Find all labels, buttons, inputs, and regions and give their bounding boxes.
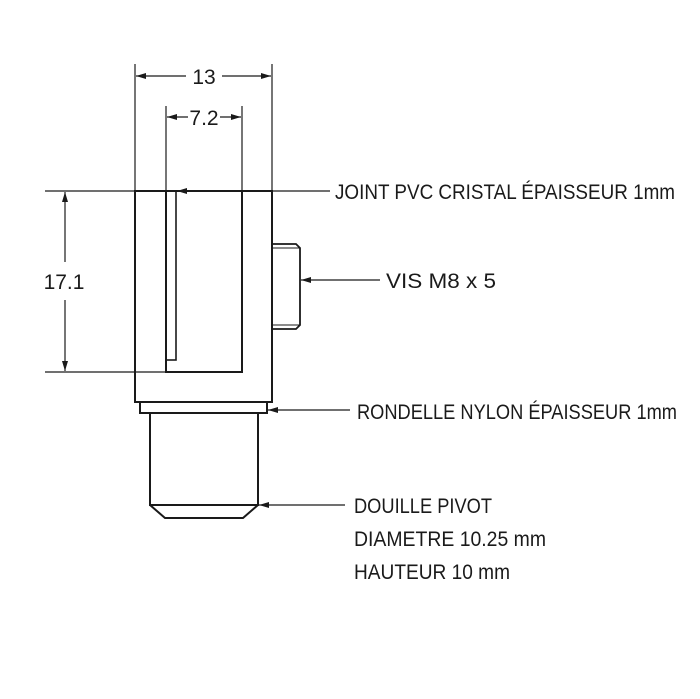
dim-width: 13 bbox=[192, 66, 215, 89]
label-douille-2: DIAMETRE 10.25 mm bbox=[354, 528, 546, 551]
washer bbox=[139, 401, 268, 414]
dimension-lines bbox=[45, 64, 380, 508]
label-douille-3: HAUTEUR 10 mm bbox=[354, 561, 510, 584]
dim-slot-width: 7.2 bbox=[189, 107, 218, 130]
label-vis: VIS M8 x 5 bbox=[386, 270, 496, 293]
pivot-bushing bbox=[149, 413, 259, 519]
part-body bbox=[134, 190, 273, 403]
label-joint: JOINT PVC CRISTAL ÉPAISSEUR 1mm bbox=[335, 181, 675, 204]
screw bbox=[272, 243, 301, 330]
label-rondelle: RONDELLE NYLON ÉPAISSEUR 1mm bbox=[357, 401, 677, 424]
dim-height: 17.1 bbox=[44, 271, 85, 294]
label-douille-1: DOUILLE PIVOT bbox=[354, 495, 492, 518]
